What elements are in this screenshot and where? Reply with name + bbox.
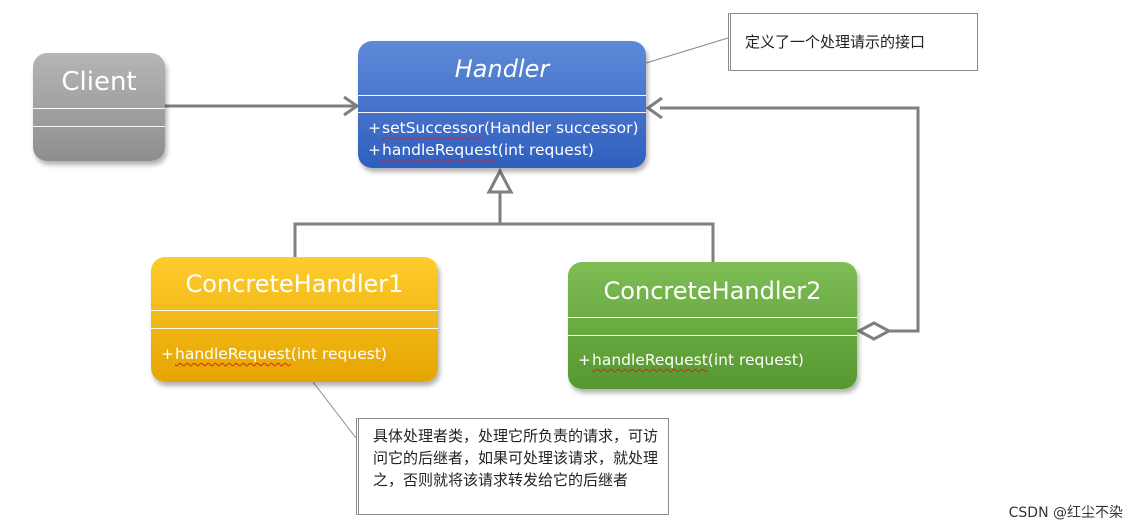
method-params: (int request) (497, 141, 594, 159)
handler-method-handle-request: +handleRequest(int request) (368, 141, 594, 159)
concrete-handler-1-separator-1 (151, 310, 438, 311)
handler-separator-1 (358, 95, 646, 96)
method-name: setSuccessor (382, 119, 484, 137)
client-separator-2 (33, 126, 165, 127)
generalization-branch (293, 222, 715, 262)
concrete-handler-2-class-box: ConcreteHandler2 +handleRequest(int requ… (568, 262, 857, 389)
method-name: handleRequest (592, 351, 708, 369)
concrete-handler-2-separator-2 (568, 335, 857, 336)
concrete-handler-1-class-box: ConcreteHandler1 +handleRequest(int requ… (151, 257, 438, 382)
client-separator-1 (33, 108, 165, 109)
handler-separator-2 (358, 112, 646, 113)
method-params: (Handler successor) (483, 119, 639, 137)
handler-note: 定义了一个处理请示的接口 (728, 13, 978, 71)
generalization-triangle (486, 167, 514, 194)
concrete-note-callout (312, 381, 357, 439)
handler-note-callout (645, 37, 729, 64)
concrete-handler-1-class-name: ConcreteHandler1 (185, 270, 404, 298)
concrete-handler-2-separator-1 (568, 317, 857, 318)
concrete-handler-1-method-handle-request: +handleRequest(int request) (161, 345, 387, 363)
handler-method-set-successor: +setSuccessor(Handler successor) (368, 119, 639, 137)
method-prefix: + (368, 119, 381, 137)
concrete-handler-2-method-handle-request: +handleRequest(int request) (578, 351, 804, 369)
client-class-box: Client (33, 53, 165, 161)
concrete-handler-note: 具体处理者类，处理它所负责的请求，可访问它的后继者，如果可处理该请求，就处理之，… (356, 418, 669, 515)
concrete-handler-1-separator-2 (151, 328, 438, 329)
association-arrowhead (343, 95, 360, 117)
method-name: handleRequest (382, 141, 498, 159)
method-prefix: + (368, 141, 381, 159)
concrete-handler-2-class-name: ConcreteHandler2 (603, 277, 822, 305)
method-prefix: + (578, 351, 591, 369)
method-params: (int request) (290, 345, 387, 363)
successor-aggregation (660, 106, 920, 333)
aggregation-arrowhead (645, 96, 663, 120)
client-class-name: Client (61, 67, 137, 97)
method-name: handleRequest (175, 345, 291, 363)
handler-class-name: Handler (454, 55, 550, 83)
method-prefix: + (161, 345, 174, 363)
aggregation-diamond (855, 321, 893, 341)
handler-class-box: Handler +setSuccessor(Handler successor)… (358, 41, 646, 168)
watermark: CSDN @红尘不染 (1008, 505, 1123, 521)
method-params: (int request) (707, 351, 804, 369)
